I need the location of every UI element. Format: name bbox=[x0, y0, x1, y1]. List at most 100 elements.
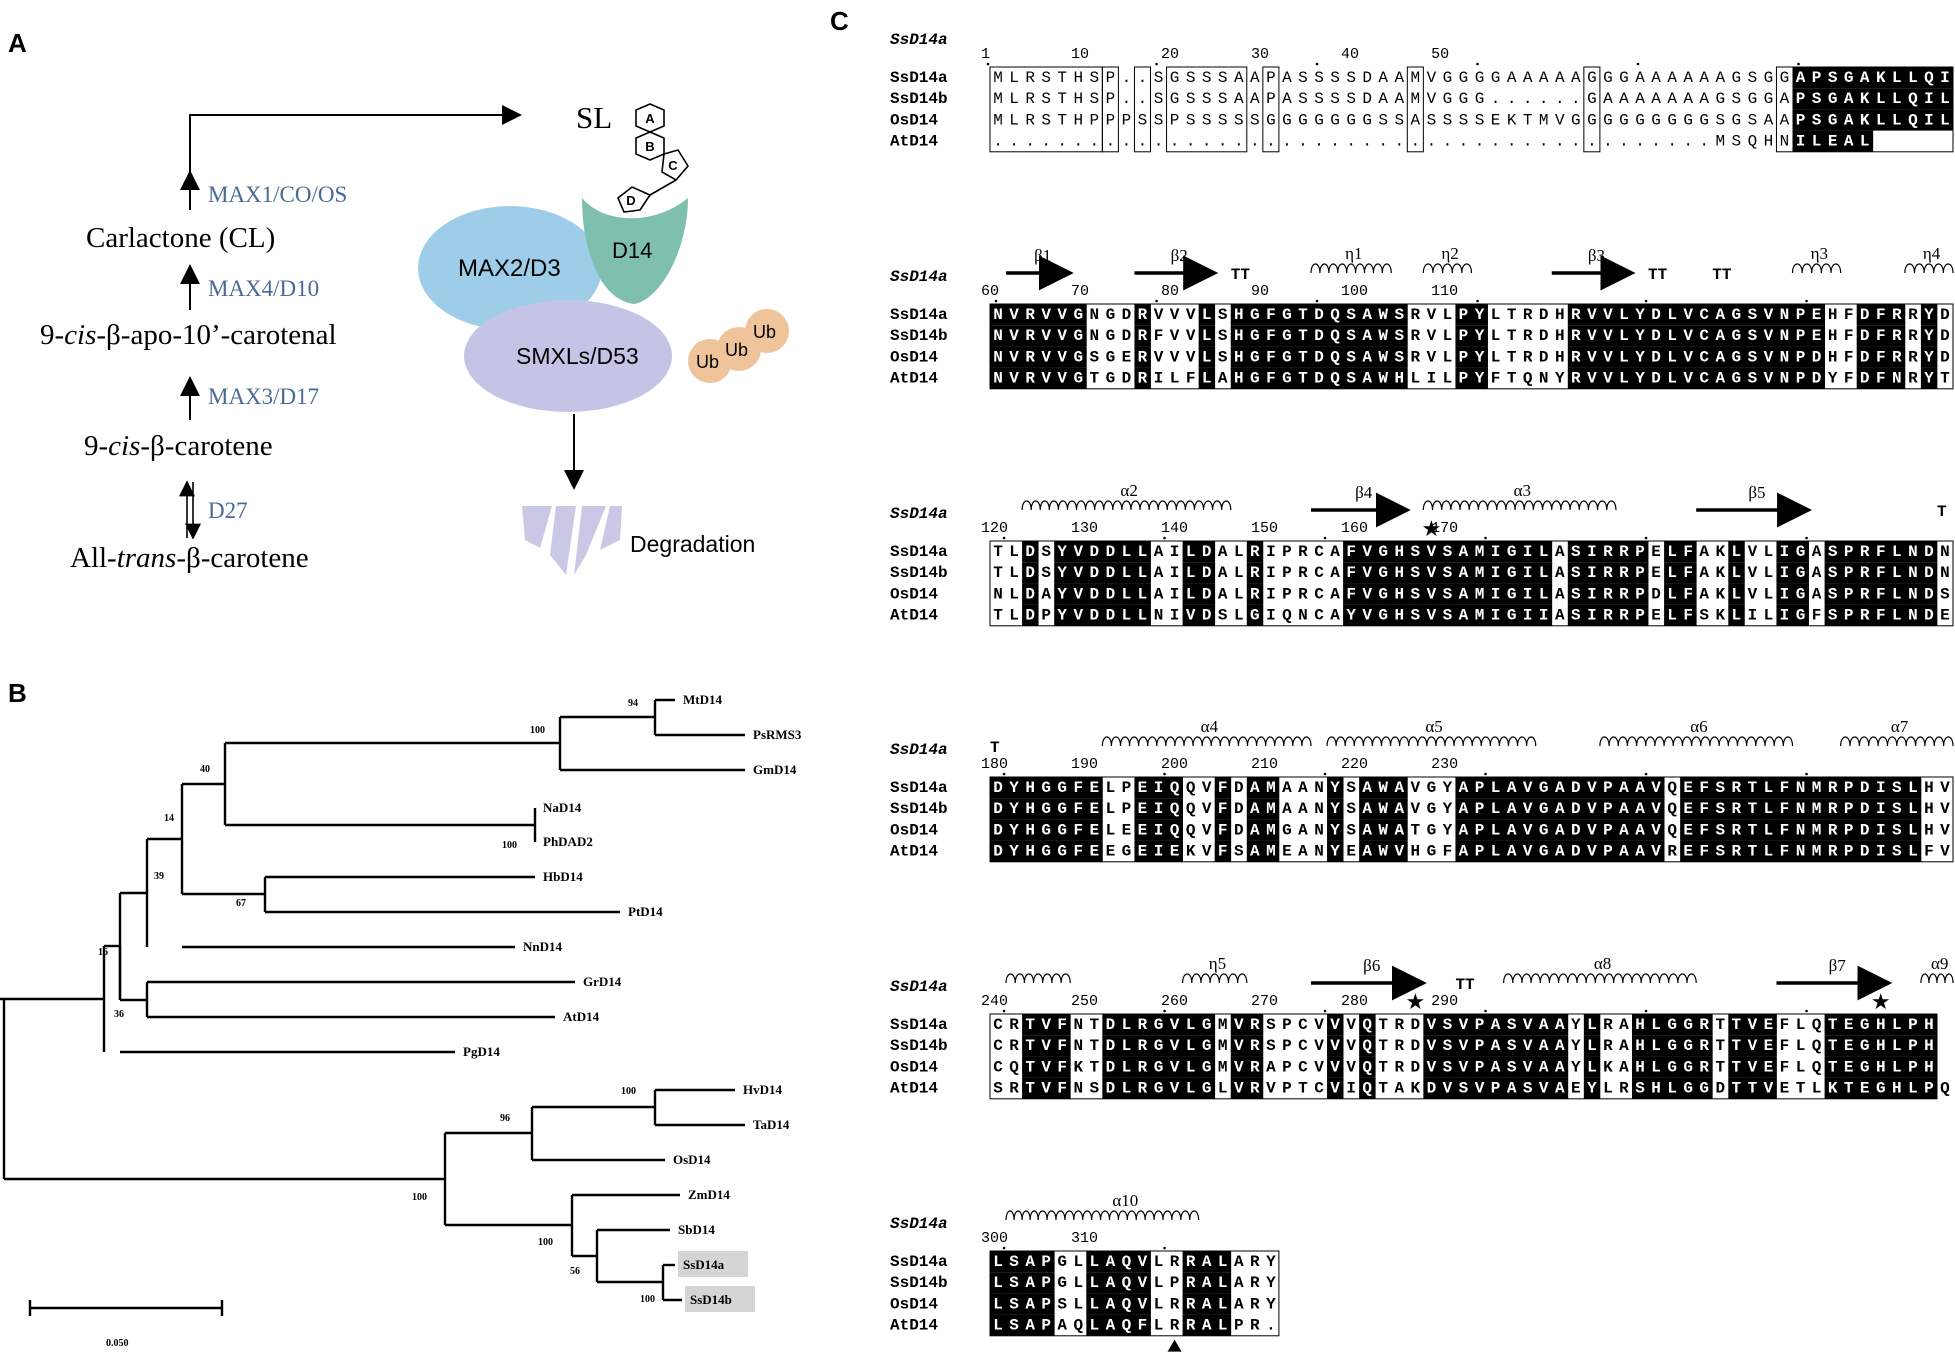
conserved-cell bbox=[1038, 367, 1055, 389]
residue: A bbox=[1699, 543, 1709, 561]
residue: . bbox=[1122, 133, 1132, 151]
residue: F bbox=[1876, 543, 1886, 561]
residue: R bbox=[1394, 1058, 1404, 1076]
residue: G bbox=[1154, 1016, 1164, 1034]
residue: I bbox=[1780, 607, 1790, 625]
residue: L bbox=[1619, 327, 1629, 345]
ss-label: α3 bbox=[1514, 481, 1531, 500]
residue: Y bbox=[1924, 327, 1934, 345]
residue: N bbox=[1940, 543, 1950, 561]
conserved-cell bbox=[1038, 304, 1055, 326]
residue: Y bbox=[1057, 543, 1067, 561]
residue: Y bbox=[1330, 800, 1340, 818]
residue: R bbox=[1009, 1080, 1019, 1098]
residue: V bbox=[1073, 564, 1083, 582]
residue: L bbox=[1908, 843, 1918, 861]
conserved-cell bbox=[1936, 109, 1954, 131]
residue: R bbox=[1699, 1016, 1709, 1034]
residue: . bbox=[1234, 133, 1244, 151]
residue: N bbox=[1539, 370, 1549, 388]
residue: P bbox=[1106, 111, 1116, 129]
conserved-cell bbox=[1808, 109, 1825, 131]
residue: G bbox=[1667, 1016, 1677, 1034]
residue: L bbox=[1667, 543, 1677, 561]
residue: F bbox=[1780, 800, 1790, 818]
residue: L bbox=[1122, 607, 1132, 625]
residue: V bbox=[1764, 1080, 1774, 1098]
residue: L bbox=[1411, 370, 1421, 388]
residue: Y bbox=[1009, 779, 1019, 797]
residue: H bbox=[1394, 564, 1404, 582]
residue: V bbox=[1603, 370, 1613, 388]
residue: G bbox=[1057, 1274, 1067, 1292]
max2-label: MAX2/D3 bbox=[458, 255, 561, 282]
residue: E bbox=[1346, 843, 1356, 861]
residue: A bbox=[1362, 306, 1372, 324]
conserved-cell bbox=[1824, 130, 1842, 152]
conserved-cell bbox=[1920, 367, 1938, 389]
residue: P bbox=[1603, 779, 1613, 797]
reference-name: SsD14a bbox=[890, 505, 948, 523]
conserved-cell bbox=[1599, 583, 1617, 605]
triangle-marker bbox=[1167, 1339, 1182, 1352]
residue: L bbox=[1892, 585, 1902, 603]
residue: A bbox=[1298, 779, 1308, 797]
residue: V bbox=[1041, 1037, 1051, 1055]
residue: A bbox=[1106, 1317, 1116, 1335]
conserved-cell bbox=[1359, 604, 1376, 626]
residue: A bbox=[1459, 821, 1469, 839]
residue: I bbox=[1523, 585, 1533, 603]
ss-label: β7 bbox=[1829, 956, 1847, 975]
residue: A bbox=[1539, 1037, 1549, 1055]
residue: E bbox=[1170, 843, 1180, 861]
conserved-cell bbox=[1519, 583, 1537, 605]
residue: I bbox=[1780, 585, 1790, 603]
residue: T bbox=[1378, 1016, 1388, 1034]
residue: E bbox=[1764, 1058, 1774, 1076]
residue: G bbox=[1619, 69, 1629, 87]
residue: V bbox=[1940, 779, 1950, 797]
conserved-cell bbox=[1455, 604, 1472, 626]
conserved-cell bbox=[1632, 541, 1649, 563]
residue: S bbox=[1394, 111, 1404, 129]
residue: H bbox=[1394, 543, 1404, 561]
residue: R bbox=[1138, 1058, 1148, 1076]
conserved-cell bbox=[1728, 325, 1745, 347]
residue: A bbox=[1699, 564, 1709, 582]
residue: S bbox=[1523, 1080, 1533, 1098]
residue: C bbox=[1699, 306, 1709, 324]
residue: V bbox=[1186, 348, 1196, 366]
residue: R bbox=[1186, 1317, 1196, 1335]
residue: I bbox=[1170, 585, 1180, 603]
sequence-name: SsD14a bbox=[890, 69, 948, 87]
residue: S bbox=[1459, 111, 1469, 129]
residue: Y bbox=[1009, 800, 1019, 818]
conserved-cell bbox=[1856, 367, 1874, 389]
residue: S bbox=[1218, 69, 1228, 87]
residue: A bbox=[1780, 111, 1790, 129]
residue: V bbox=[1587, 800, 1597, 818]
residue: R bbox=[1523, 348, 1533, 366]
residue: H bbox=[1876, 1016, 1886, 1034]
residue: H bbox=[1635, 1037, 1645, 1055]
residue: P bbox=[1475, 1058, 1485, 1076]
residue: Y bbox=[1635, 306, 1645, 324]
conserved-cell bbox=[1856, 304, 1874, 326]
helix-coil bbox=[1791, 263, 1842, 274]
residue: F bbox=[1876, 585, 1886, 603]
conserved-cell bbox=[1696, 367, 1713, 389]
ss-label: η2 bbox=[1441, 244, 1458, 263]
residue: S bbox=[1330, 69, 1340, 87]
residue: L bbox=[1892, 90, 1902, 108]
conserved-cell bbox=[1311, 346, 1328, 368]
residue: G bbox=[1587, 69, 1597, 87]
sequence-name: AtD14 bbox=[890, 370, 938, 388]
residue: P bbox=[1924, 1080, 1934, 1098]
residue: S bbox=[1571, 543, 1581, 561]
residue: L bbox=[1443, 370, 1453, 388]
residue: I bbox=[1154, 779, 1164, 797]
conserved-cell bbox=[1872, 304, 1890, 326]
residue: T bbox=[1828, 1016, 1838, 1034]
residue: S bbox=[1459, 1080, 1469, 1098]
residue: I bbox=[1876, 821, 1886, 839]
